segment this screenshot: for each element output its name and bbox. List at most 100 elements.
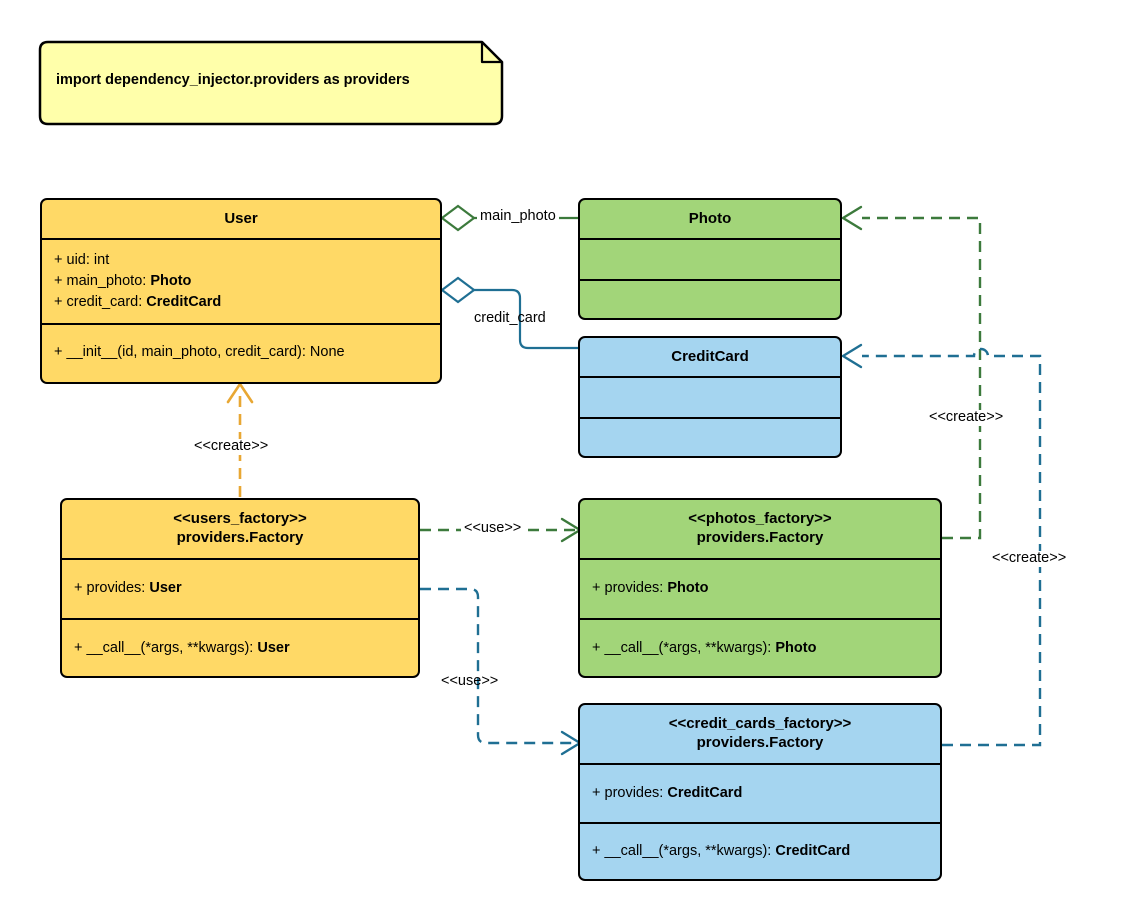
class-credit-cards-factory-attributes: + provides: CreditCard (580, 765, 940, 824)
edge-label-create-photo: <<create>> (926, 409, 1007, 426)
method-row: + __init__(id, main_photo, credit_card):… (54, 342, 428, 363)
class-users-factory-name: providers.Factory (176, 529, 304, 546)
method-row: + __call__(*args, **kwargs): Photo (592, 638, 928, 659)
attribute-text: + (592, 580, 605, 597)
edge-label-credit-card: credit_card (474, 310, 546, 326)
class-box-photo[interactable]: Photo (578, 198, 842, 320)
attribute-text: + (54, 251, 67, 268)
edge-label-create-credit-card: <<create>> (989, 550, 1070, 567)
edge-line-create-credit-card (862, 347, 1042, 747)
attribute-type: int (93, 251, 110, 268)
class-box-users-factory[interactable]: <<users_factory>> providers.Factory + pr… (60, 498, 420, 678)
method-return-type: Photo (775, 639, 817, 656)
class-photos-factory-attributes: + provides: Photo (580, 560, 940, 620)
class-photos-factory-method-list: + __call__(*args, **kwargs): Photo (580, 638, 940, 659)
edge-user-credit-card (440, 276, 580, 350)
class-photo-attributes (580, 240, 840, 281)
attribute-text: provides: (604, 784, 668, 801)
note-fold-corner-icon (480, 42, 502, 64)
edge-label-use-photos: <<use>> (461, 520, 525, 537)
class-photos-factory-methods: + __call__(*args, **kwargs): Photo (580, 620, 940, 676)
method-return-type: None (309, 344, 345, 361)
method-return-type: User (257, 639, 290, 656)
class-box-credit-cards-factory[interactable]: <<credit_cards_factory>> providers.Facto… (578, 703, 942, 881)
class-box-user[interactable]: User + uid: int + main_photo: Photo + cr… (40, 198, 442, 384)
attribute-row: + main_photo: Photo (54, 271, 428, 292)
attribute-text: + (54, 294, 67, 310)
class-credit-card-methods (580, 419, 840, 456)
class-credit-cards-factory-stereotype: <<credit_cards_factory>> (668, 715, 852, 733)
class-users-factory-attribute-list: + provides: User (62, 578, 418, 599)
class-users-factory-method-list: + __call__(*args, **kwargs): User (62, 638, 418, 659)
class-photos-factory-name: providers.Factory (696, 529, 824, 546)
note-body (38, 40, 504, 126)
class-photo-methods (580, 281, 840, 318)
arrowhead-create-credit-card (841, 343, 863, 369)
note-shape (38, 40, 504, 126)
attribute-text: provides: (86, 580, 150, 597)
class-user-methods: + __init__(id, main_photo, credit_card):… (42, 325, 440, 381)
attribute-row: + provides: User (74, 578, 406, 599)
method-row: + __call__(*args, **kwargs): User (74, 638, 406, 659)
arrowhead-create-photo (841, 205, 863, 231)
class-photos-factory-stereotype: <<photos_factory>> (688, 510, 832, 528)
class-users-factory-methods: + __call__(*args, **kwargs): User (62, 620, 418, 676)
method-text: + (592, 639, 605, 656)
edge-label-use-credit-cards: <<use>> (441, 673, 499, 689)
edge-users-factory-use-credit-cards (420, 587, 582, 756)
aggregation-diamond-main-photo (440, 204, 476, 232)
class-user-method-list: + __init__(id, main_photo, credit_card):… (42, 342, 440, 363)
attribute-row: + provides: CreditCard (592, 783, 928, 804)
attribute-text: uid: (66, 251, 94, 268)
attribute-row: + uid: int (54, 250, 428, 271)
method-text: + (74, 639, 87, 656)
attribute-text: provides: (604, 580, 668, 597)
edge-line-credit-card (474, 288, 580, 350)
method-return-type: CreditCard (775, 843, 851, 860)
attribute-row: + provides: Photo (592, 578, 928, 599)
edge-users-factory-create-user (226, 382, 254, 497)
class-credit-card-attributes (580, 378, 840, 419)
attribute-type: CreditCard (146, 294, 222, 310)
attribute-type: Photo (667, 580, 709, 597)
method-text: + (592, 843, 605, 860)
class-user-header: User (42, 200, 440, 240)
attribute-type: CreditCard (667, 784, 743, 801)
attribute-text: + (592, 784, 605, 801)
class-box-credit-card[interactable]: CreditCard (578, 336, 842, 458)
class-credit-cards-factory-methods: + __call__(*args, **kwargs): CreditCard (580, 824, 940, 879)
attribute-text: credit_card: (66, 294, 147, 310)
class-photo-name: Photo (688, 209, 732, 227)
edge-label-create-user: <<create>> (191, 438, 272, 455)
class-credit-cards-factory-attribute-list: + provides: CreditCard (580, 783, 940, 804)
edge-line-create-photo (862, 216, 982, 540)
class-photos-factory-header: <<photos_factory>> providers.Factory (580, 500, 940, 560)
arrowhead-create-user (226, 382, 254, 404)
class-photo-header: Photo (580, 200, 840, 240)
class-credit-card-header: CreditCard (580, 338, 840, 378)
import-note: import dependency_injector.providers as … (40, 42, 502, 124)
method-text: __call__(*args, **kwargs): (604, 639, 776, 656)
class-credit-cards-factory-header: <<credit_cards_factory>> providers.Facto… (580, 705, 940, 765)
class-user-name: User (224, 209, 258, 227)
method-text: __init__(id, main_photo, credit_card): (66, 344, 310, 361)
class-photos-factory-attribute-list: + provides: Photo (580, 578, 940, 599)
attribute-text: main_photo: (66, 272, 151, 289)
method-text: + (54, 344, 67, 361)
class-box-photos-factory[interactable]: <<photos_factory>> providers.Factory + p… (578, 498, 942, 678)
attribute-text: + (74, 580, 87, 597)
attribute-type: Photo (150, 272, 192, 289)
class-credit-card-name: CreditCard (671, 347, 749, 365)
class-user-attributes: + uid: int + main_photo: Photo + credit_… (42, 240, 440, 325)
method-text: __call__(*args, **kwargs): (86, 639, 258, 656)
edge-credit-cards-factory-create-credit-card (841, 343, 1042, 747)
class-users-factory-attributes: + provides: User (62, 560, 418, 620)
edge-photos-factory-create-photo (841, 205, 982, 540)
aggregation-diamond-credit-card (440, 276, 476, 304)
method-row: + __call__(*args, **kwargs): CreditCard (592, 841, 928, 862)
attribute-text: + (54, 272, 67, 289)
class-users-factory-stereotype: <<users_factory>> (173, 510, 307, 528)
method-text: __call__(*args, **kwargs): (604, 843, 776, 860)
